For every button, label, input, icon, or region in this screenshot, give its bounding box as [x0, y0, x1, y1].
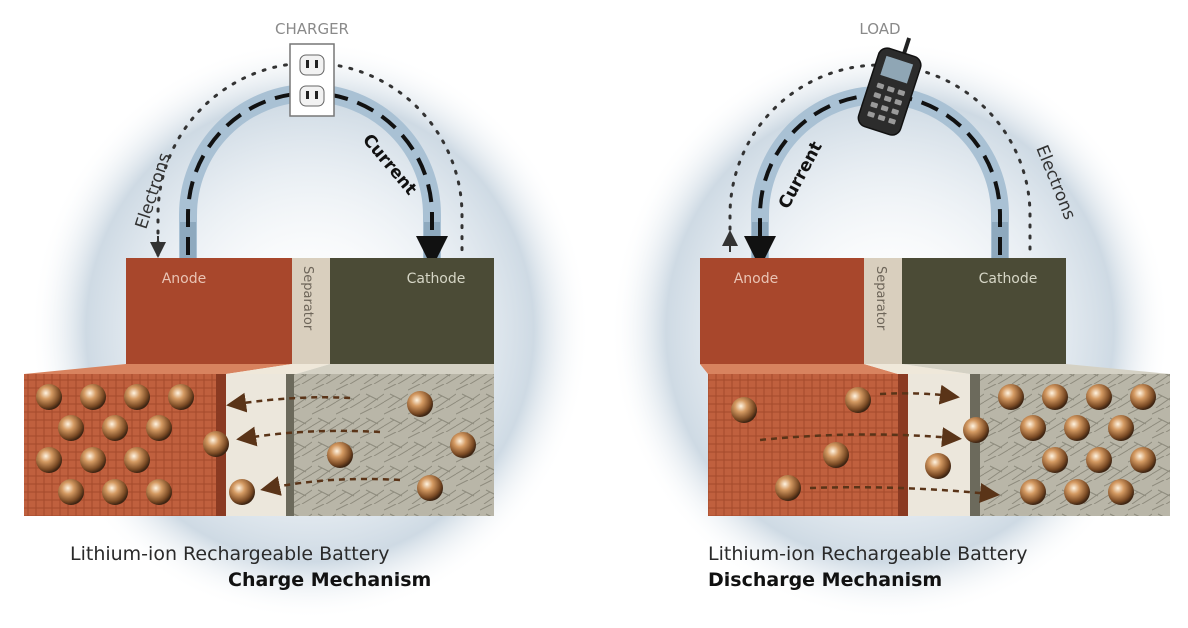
separator-top-face	[864, 364, 970, 374]
cathode-edge	[970, 374, 980, 516]
anode-block	[126, 258, 292, 364]
cell-phone-icon	[857, 37, 922, 136]
separator-label: Separator	[300, 266, 315, 331]
anode-top-face	[24, 364, 292, 374]
left-caption-line2: Charge Mechanism	[228, 569, 432, 591]
anode-label: Anode	[734, 271, 779, 287]
charge-panel: CHARGER Electrons Current Anode Separato…	[24, 20, 590, 620]
cathode-edge	[286, 374, 294, 516]
cathode-block	[902, 258, 1066, 364]
anode-label: Anode	[162, 271, 207, 287]
discharge-panel: LOAD Current Electrons Anode Separator C…	[610, 20, 1170, 620]
separator-label: Separator	[873, 266, 888, 331]
anode-ions	[36, 384, 255, 505]
cathode-top-face	[296, 364, 494, 374]
anode-top-face	[700, 364, 898, 374]
cathode-label: Cathode	[407, 271, 466, 287]
source-label: LOAD	[859, 20, 900, 38]
separator-block	[864, 258, 902, 364]
cathode-label: Cathode	[979, 271, 1038, 287]
anode-edge	[898, 374, 908, 516]
anode-ions	[731, 387, 871, 501]
left-caption-line1: Lithium-ion Rechargeable Battery	[70, 543, 390, 565]
cathode-ions	[327, 391, 476, 501]
source-label: CHARGER	[275, 20, 349, 38]
ion-flow-arrows	[226, 392, 401, 496]
separator-top-face	[226, 364, 330, 374]
cathode-top-face	[902, 364, 1170, 374]
ion-flow-arrows	[759, 384, 1000, 503]
right-caption-line1: Lithium-ion Rechargeable Battery	[708, 543, 1028, 565]
cathode-ions	[925, 384, 1156, 505]
separator-block	[292, 258, 330, 364]
right-caption-line2: Discharge Mechanism	[708, 569, 943, 591]
cathode-block	[330, 258, 494, 364]
power-outlet-icon	[289, 43, 335, 117]
electron-flow	[156, 61, 464, 257]
electron-flow	[728, 63, 1032, 257]
anode-block	[700, 258, 864, 364]
